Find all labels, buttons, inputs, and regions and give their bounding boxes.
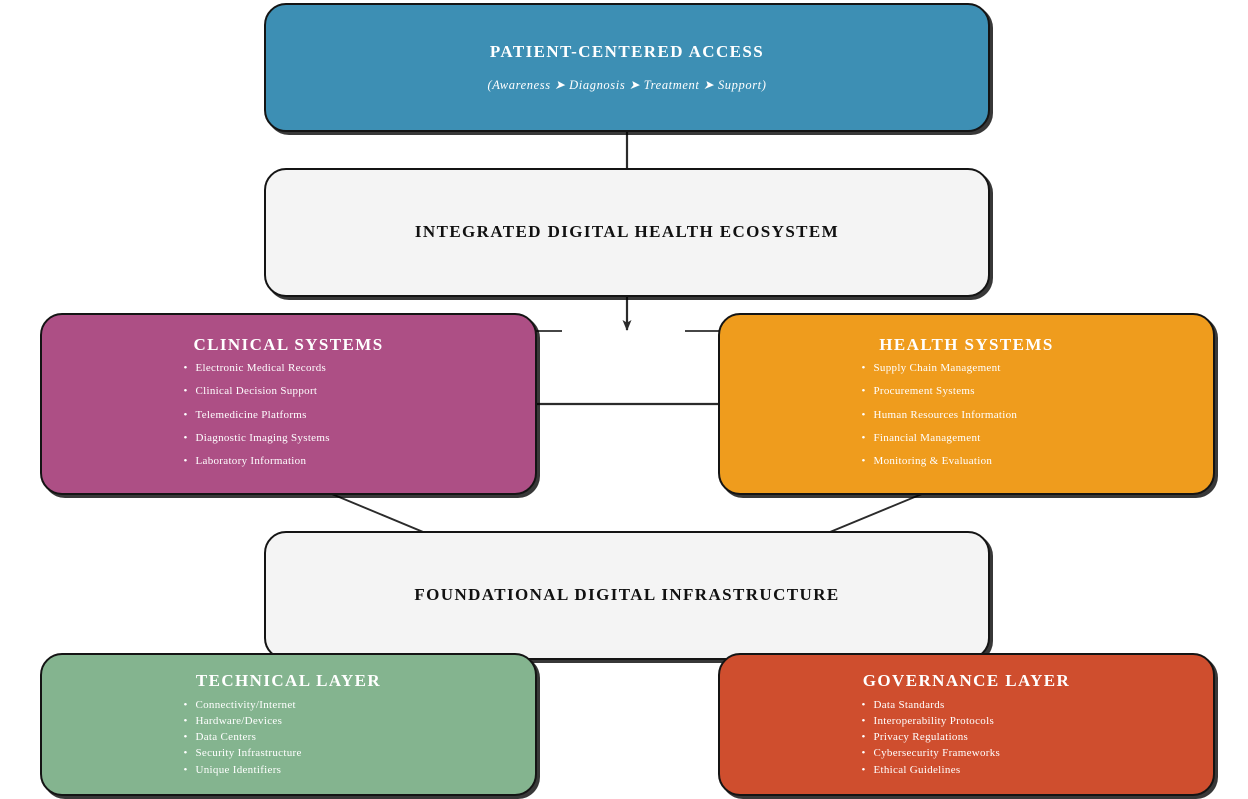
list-item: Ethical Guidelines xyxy=(862,762,1112,779)
node-ecosystem-title: INTEGRATED DIGITAL HEALTH ECOSYSTEM xyxy=(414,222,840,242)
list-item: Procurement Systems xyxy=(862,380,1112,404)
node-health-body: Supply Chain ManagementProcurement Syste… xyxy=(720,357,1213,474)
list-item: Hardware/Devices xyxy=(184,713,434,730)
node-governance-list: Data StandardsInteroperability Protocols… xyxy=(862,697,1112,779)
node-clinical-title: CLINICAL SYSTEMS xyxy=(193,334,384,354)
node-foundation-title: FOUNDATIONAL DIGITAL INFRASTRUCTURE xyxy=(414,585,840,605)
list-item: Laboratory Information xyxy=(184,450,434,474)
list-item: Security Infrastructure xyxy=(184,745,434,762)
list-item: Connectivity/Internet xyxy=(184,697,434,714)
node-technical-title: TECHNICAL LAYER xyxy=(195,671,382,691)
list-item: Telemedicine Platforms xyxy=(184,404,434,428)
node-technical-list: Connectivity/InternetHardware/DevicesDat… xyxy=(184,697,434,779)
node-clinical-body: Electronic Medical RecordsClinical Decis… xyxy=(42,357,535,474)
list-item: Data Standards xyxy=(862,697,1112,714)
node-technical-layer[interactable]: TECHNICAL LAYER Connectivity/InternetHar… xyxy=(40,653,537,796)
list-item: Unique Identifiers xyxy=(184,762,434,779)
node-foundational-digital-infrastructure[interactable]: FOUNDATIONAL DIGITAL INFRASTRUCTURE xyxy=(264,531,990,660)
node-governance-body: Data StandardsInteroperability Protocols… xyxy=(720,697,1213,779)
node-health-list: Supply Chain ManagementProcurement Syste… xyxy=(862,357,1112,474)
list-item: Monitoring & Evaluation xyxy=(862,450,1112,474)
node-clinical-list: Electronic Medical RecordsClinical Decis… xyxy=(184,357,434,474)
node-clinical-systems[interactable]: CLINICAL SYSTEMS Electronic Medical Reco… xyxy=(40,313,537,495)
list-item: Clinical Decision Support xyxy=(184,380,434,404)
list-item: Data Centers xyxy=(184,729,434,746)
node-governance-title: GOVERNANCE LAYER xyxy=(862,671,1071,691)
list-item: Financial Management xyxy=(862,427,1112,451)
node-integrated-digital-health-ecosystem[interactable]: INTEGRATED DIGITAL HEALTH ECOSYSTEM xyxy=(264,168,990,297)
list-item: Interoperability Protocols xyxy=(862,713,1112,730)
node-health-systems[interactable]: HEALTH SYSTEMS Supply Chain ManagementPr… xyxy=(718,313,1215,495)
node-technical-body: Connectivity/InternetHardware/DevicesDat… xyxy=(42,697,535,779)
list-item: Privacy Regulations xyxy=(862,729,1112,746)
node-governance-layer[interactable]: GOVERNANCE LAYER Data StandardsInteroper… xyxy=(718,653,1215,796)
node-patient-title: PATIENT-CENTERED ACCESS xyxy=(489,42,765,62)
list-item: Cybersecurity Frameworks xyxy=(862,745,1112,762)
node-patient-subtitle: (Awareness ➤ Diagnosis ➤ Treatment ➤ Sup… xyxy=(487,77,767,92)
list-item: Electronic Medical Records xyxy=(184,357,434,381)
node-patient-centered-access[interactable]: PATIENT-CENTERED ACCESS (Awareness ➤ Dia… xyxy=(264,3,990,132)
list-item: Supply Chain Management xyxy=(862,357,1112,381)
list-item: Human Resources Information xyxy=(862,404,1112,428)
list-item: Diagnostic Imaging Systems xyxy=(184,427,434,451)
node-health-title: HEALTH SYSTEMS xyxy=(879,334,1054,354)
